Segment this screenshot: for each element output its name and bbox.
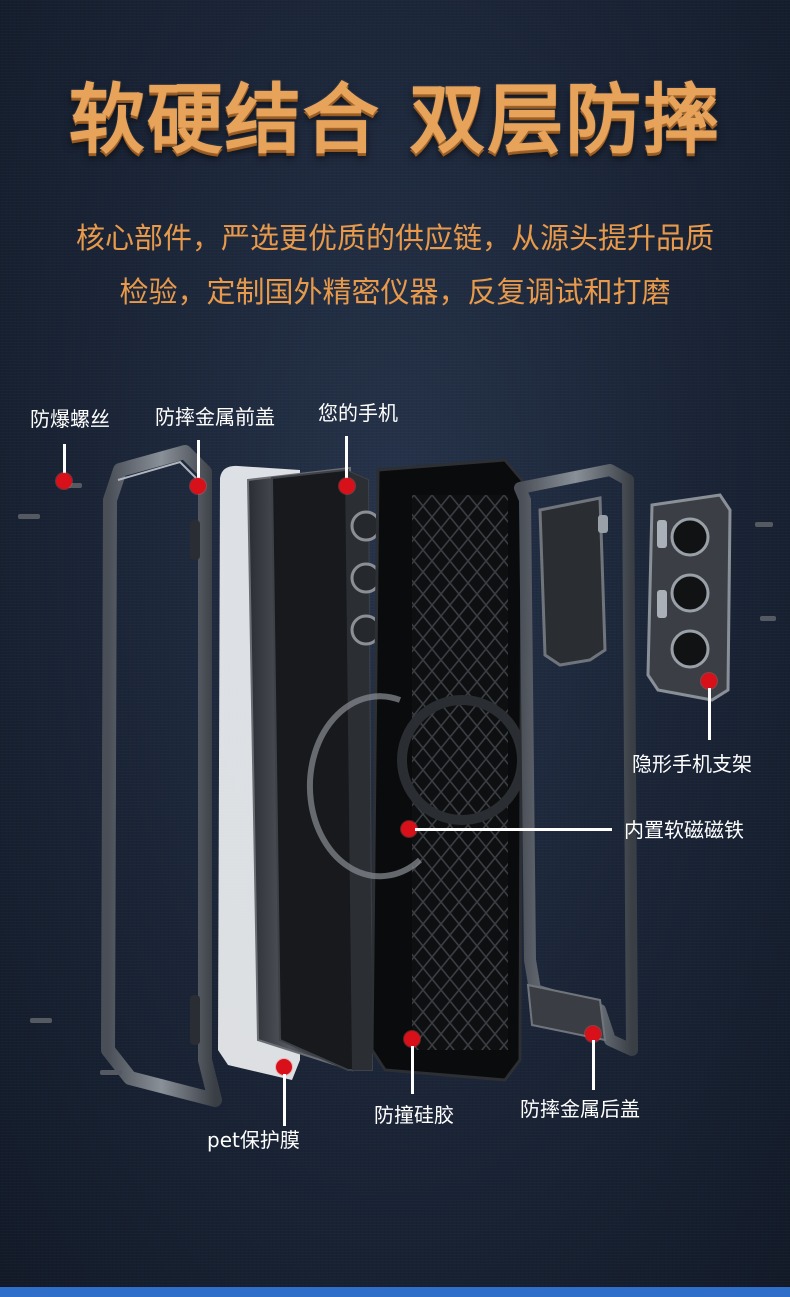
callout-label-pet-film: pet保护膜: [207, 1128, 300, 1152]
callout-line-magnet: [415, 828, 612, 831]
callout-marker-kickstand: [701, 673, 717, 689]
silicone-shell-art: [306, 458, 527, 1082]
callout-label-screws: 防爆螺丝: [30, 407, 110, 431]
callout-label-your-phone: 您的手机: [318, 401, 398, 425]
callout-label-back-cover: 防摔金属后盖: [520, 1097, 640, 1121]
page-title: 软硬结合 双层防摔: [68, 75, 722, 164]
callout-marker-pet-film: [276, 1059, 292, 1075]
callout-line-silicone: [411, 1046, 414, 1094]
subtitle-line-2: 检验，定制国外精密仪器，反复调试和打磨: [119, 275, 671, 309]
callout-line-kickstand: [708, 688, 711, 740]
callout-label-silicone: 防撞硅胶: [374, 1103, 454, 1127]
callout-line-pet-film: [283, 1074, 286, 1126]
callout-marker-silicone: [404, 1031, 420, 1047]
kickstand-plate-art: [646, 493, 732, 702]
callout-label-front-cover: 防摔金属前盖: [155, 405, 275, 429]
callout-marker-magnet: [401, 821, 417, 837]
callout-label-kickstand: 隐形手机支架: [632, 752, 752, 776]
callout-marker-front-cover: [190, 478, 206, 494]
callout-line-back-cover: [592, 1040, 595, 1090]
callout-label-magnet: 内置软磁磁铁: [624, 818, 744, 842]
front-metal-cover-art: [101, 445, 222, 1107]
callout-marker-your-phone: [339, 478, 355, 494]
callout-line-front-cover: [197, 440, 200, 480]
callout-line-your-phone: [345, 436, 348, 480]
callout-marker-screws: [56, 473, 72, 489]
subtitle-line-1: 核心部件，严选更优质的供应链，从源头提升品质: [75, 221, 714, 255]
callout-marker-back-cover: [585, 1026, 601, 1042]
your-phone-art: [270, 468, 382, 1071]
back-metal-cover-art: [514, 464, 638, 1056]
screws-art: [18, 483, 776, 1075]
callout-line-screws: [63, 444, 66, 480]
bottom-accent-bar: [0, 1287, 790, 1297]
